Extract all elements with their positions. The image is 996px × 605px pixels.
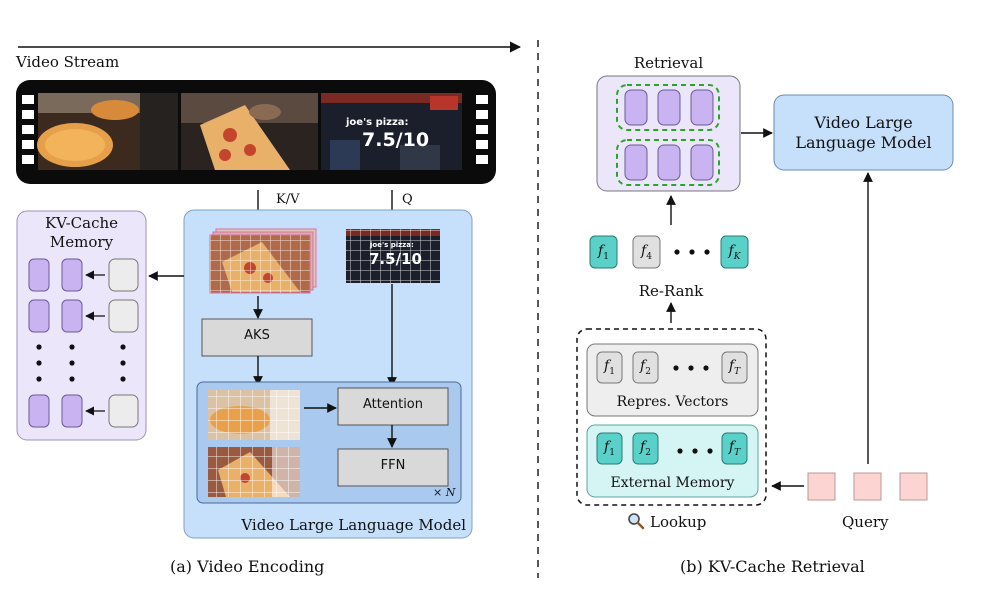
ext-f2-sub: 2 — [645, 447, 651, 458]
repr-vector-items — [596, 351, 748, 384]
topk-f1-letter: f — [598, 243, 604, 259]
repr-vectors-label: Repres. Vectors — [616, 394, 729, 410]
vllm-left-label: Video Large Language Model — [241, 516, 466, 534]
ext-f1-sub: 1 — [609, 447, 615, 458]
film-strip — [16, 80, 496, 184]
repr-f1: f1 — [597, 358, 622, 377]
aks-box — [201, 318, 313, 357]
topk-row — [589, 235, 749, 269]
repr-vectors-box — [586, 343, 759, 417]
topk-f4-sub: 4 — [646, 251, 652, 262]
repr-f1-sub: 1 — [609, 366, 615, 377]
topk-f4: f4 — [633, 243, 660, 262]
magnifier-icon — [628, 513, 645, 530]
ffn-label: FFN — [380, 458, 406, 473]
external-memory-label: External Memory — [610, 475, 735, 491]
query-label: Query — [842, 513, 889, 531]
ext-ft-sub: T — [734, 447, 741, 458]
frame3-overlay-line1: joe's pizza: — [346, 117, 409, 128]
ext-f2: f2 — [633, 439, 658, 458]
right-vllm-box — [773, 94, 954, 171]
q-thumb-overlay-line2: 7.5/10 — [369, 250, 422, 268]
topk-f1: f1 — [590, 243, 617, 262]
ext-f1-letter: f — [604, 439, 610, 455]
repr-f2-letter: f — [640, 358, 646, 374]
video-frame-2 — [181, 93, 318, 170]
topk-fk-sub: K — [733, 251, 741, 262]
retrieved-blocks — [624, 89, 714, 181]
ext-f2-letter: f — [640, 439, 646, 455]
ext-ft-letter: f — [728, 439, 735, 455]
repr-f1-letter: f — [604, 358, 610, 374]
topk-fk-letter: f — [728, 243, 734, 259]
caption-right: (b) KV-Cache Retrieval — [680, 557, 865, 576]
q-frame-thumbnail — [346, 229, 440, 283]
kv-cache-title-line2: Memory — [49, 233, 114, 251]
q-label: Q — [402, 192, 413, 207]
frame3-overlay-line2: 7.5/10 — [362, 129, 430, 151]
q-thumb-overlay-line1: joe's pizza: — [370, 241, 414, 249]
repr-ft: fT — [722, 358, 747, 377]
right-vllm-line1: Video Large — [814, 113, 913, 132]
kv-cache-blocks — [28, 258, 139, 428]
external-memory-items — [596, 432, 748, 465]
repr-ft-letter: f — [728, 358, 735, 374]
aks-label: AKS — [244, 328, 270, 343]
repr-f2: f2 — [633, 358, 658, 377]
external-memory-box — [586, 424, 759, 498]
video-frame-1 — [37, 93, 178, 170]
query-blocks — [807, 472, 928, 501]
topk-f4-letter: f — [641, 243, 647, 259]
repeat-n-label: × N — [433, 486, 456, 499]
topk-f1-sub: 1 — [603, 251, 609, 262]
right-vllm-line2: Language Model — [795, 133, 932, 152]
kv-label: K/V — [276, 192, 300, 207]
repr-ft-sub: T — [734, 366, 741, 377]
ffn-box — [337, 448, 449, 487]
caption-left: (a) Video Encoding — [170, 557, 325, 576]
repr-f2-sub: 2 — [645, 366, 651, 377]
ext-f1: f1 — [597, 439, 622, 458]
retrieval-label: Retrieval — [633, 54, 704, 72]
video-stream-label: Video Stream — [16, 53, 120, 71]
video-frame-3 — [321, 93, 462, 170]
rerank-label: Re-Rank — [638, 282, 704, 300]
lookup-container — [576, 328, 767, 506]
topk-fk: fK — [721, 243, 748, 262]
lookup-label: Lookup — [650, 513, 707, 531]
selected-kv-tiles — [208, 390, 300, 497]
ext-ft: fT — [722, 439, 747, 458]
kv-cache-title-line1: KV-Cache — [44, 214, 119, 232]
attention-label: Attention — [363, 397, 423, 412]
attention-box — [337, 387, 449, 426]
kv-frames-thumbnail — [209, 228, 317, 294]
